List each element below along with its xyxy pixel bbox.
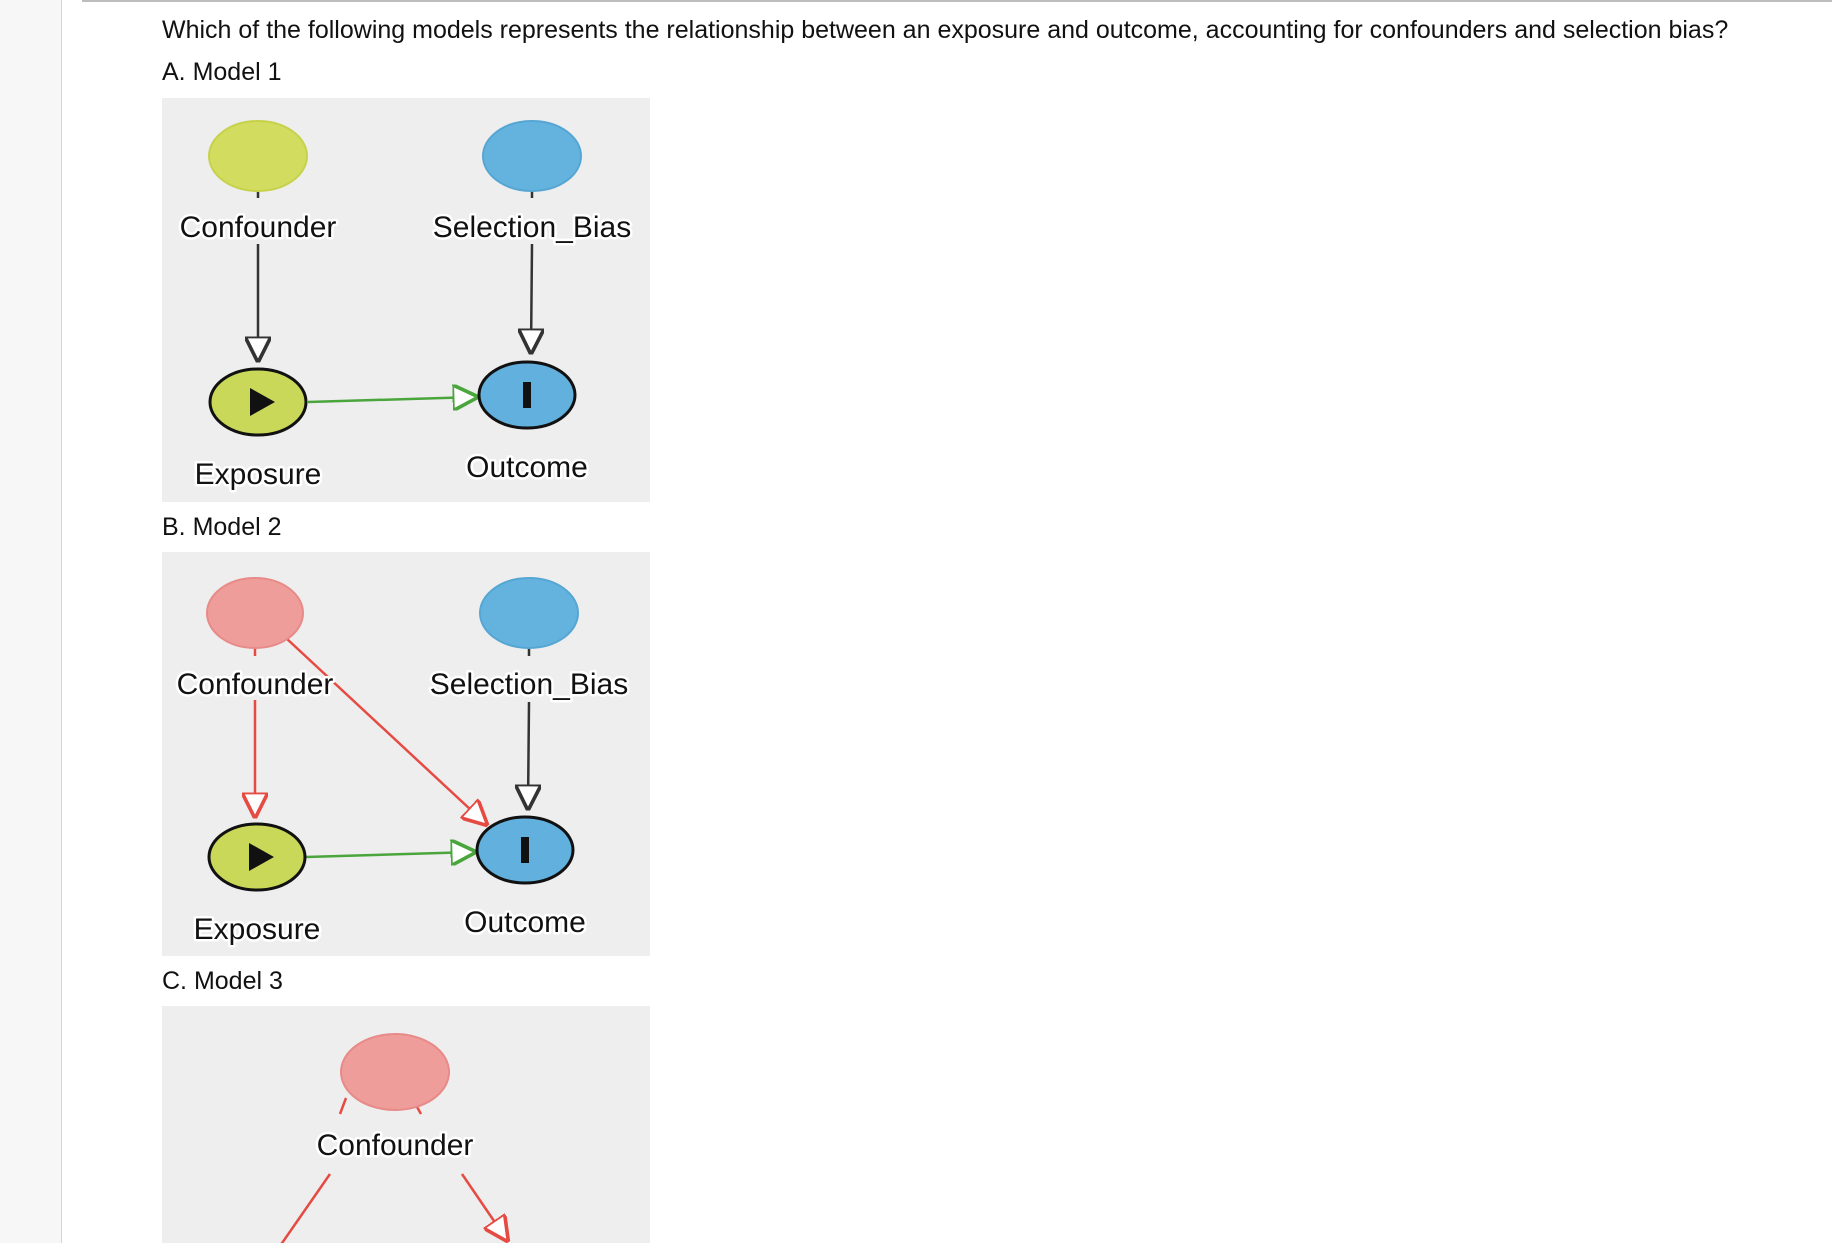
outcome-bar-icon (523, 382, 531, 408)
confounder-label: Confounder (317, 1129, 474, 1162)
left-rail (0, 0, 62, 1243)
edge-selection-outcome (531, 243, 532, 352)
outcome-label: Outcome (466, 451, 588, 484)
confounder-node[interactable] (208, 120, 308, 192)
edge-exposure-outcome (305, 852, 474, 857)
confounder-node[interactable] (206, 577, 304, 649)
model-3-dag: Confounder (280, 1033, 650, 1243)
question-text: Which of the following models represents… (162, 16, 1729, 44)
confounder-node[interactable] (340, 1033, 450, 1111)
option-b-label[interactable]: B. Model 2 (162, 513, 282, 541)
edge-exposure-outcome (307, 397, 476, 402)
play-icon (249, 843, 274, 871)
model-2-dag: Confounder Selection_Bias Exposure Outco… (174, 577, 631, 949)
option-c-label[interactable]: C. Model 3 (162, 967, 283, 995)
edge-selection-outcome (528, 701, 529, 808)
play-icon (250, 388, 275, 416)
confounder-label: Confounder (180, 211, 337, 244)
model-1-diagram: Confounder Selection_Bias Exposure Outco… (162, 98, 650, 502)
selection-bias-node[interactable] (479, 577, 579, 649)
model-2-diagram: Confounder Selection_Bias Exposure Outco… (162, 552, 650, 956)
confounder-left-stub-edge (338, 1097, 348, 1115)
edge-confounder-outcome (460, 1173, 507, 1240)
confounder-label: Confounder (177, 668, 334, 701)
edge-confounder-exposure (280, 1173, 332, 1243)
selection-bias-label: Selection_Bias (433, 211, 631, 244)
selection-bias-node[interactable] (482, 120, 582, 192)
option-a-label[interactable]: A. Model 1 (162, 58, 282, 86)
outcome-bar-icon (521, 837, 529, 863)
top-divider (82, 0, 1832, 2)
outcome-label: Outcome (464, 906, 586, 939)
edge-confounder-outcome (285, 637, 486, 824)
model-3-diagram: Confounder (162, 1006, 650, 1243)
model-1-dag: Confounder Selection_Bias Exposure Outco… (177, 120, 634, 494)
selection-bias-label: Selection_Bias (430, 668, 628, 701)
exposure-label: Exposure (195, 458, 322, 491)
exposure-label: Exposure (194, 913, 321, 946)
